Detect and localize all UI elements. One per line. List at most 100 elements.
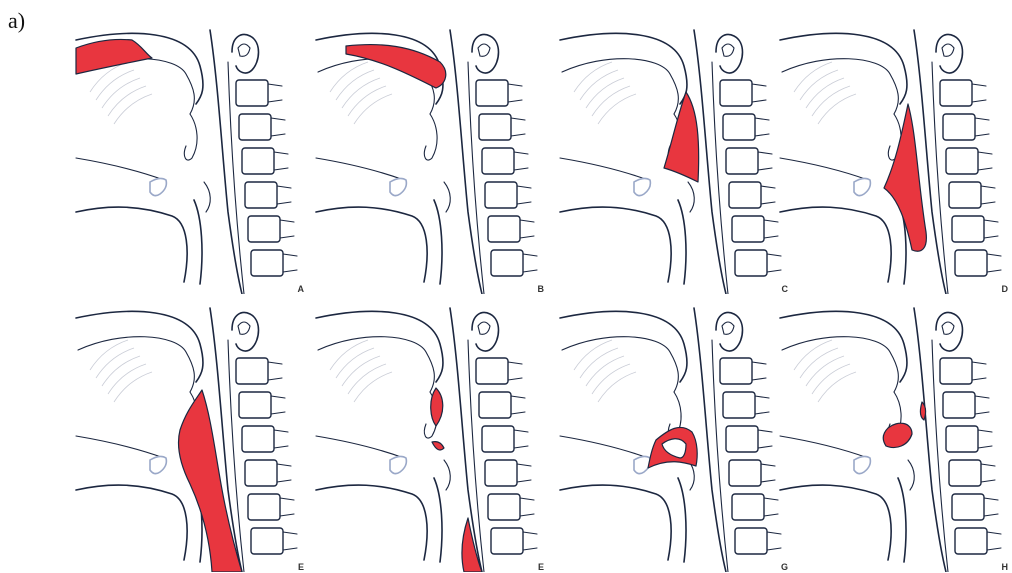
sagittal-diagram: [556, 22, 792, 294]
panel-h: H: [776, 300, 1012, 572]
vertebral-process: [761, 186, 775, 204]
vertebral-process: [271, 396, 285, 414]
vertebral-body: [726, 426, 758, 452]
nasal-sketch-stroke: [96, 70, 134, 100]
vertebral-body: [955, 528, 987, 554]
dens-inner: [722, 322, 734, 334]
nasal-sketch-stroke: [96, 348, 134, 378]
vertebral-body: [732, 494, 764, 520]
vertebral-process: [761, 464, 775, 482]
vertebral-body: [949, 182, 981, 208]
vertebral-body: [955, 250, 987, 276]
vertebral-body: [488, 494, 520, 520]
soft-palate: [424, 114, 437, 160]
nasal-sketch-stroke: [348, 86, 386, 116]
vertebral-body: [482, 426, 514, 452]
vertebral-body: [476, 358, 508, 384]
vertebral-process: [987, 532, 1001, 550]
panel-c: C: [556, 22, 792, 294]
vertebral-body: [735, 528, 767, 554]
nasal-sketch-stroke: [330, 62, 368, 92]
nasal-sketch-stroke: [336, 70, 374, 100]
tongue-line: [316, 436, 404, 458]
vertebral-process: [514, 152, 528, 170]
epiglottis: [204, 182, 210, 212]
dens-outline: [232, 35, 259, 73]
floor-of-mouth: [76, 485, 187, 560]
vertebral-body: [485, 182, 517, 208]
vertebral-process: [978, 152, 992, 170]
panel-f: E: [312, 300, 548, 572]
nasal-sketch-stroke: [592, 364, 630, 394]
palate-outline: [78, 337, 194, 392]
epiglottis: [444, 182, 450, 212]
hyoid-bone: [150, 456, 166, 473]
nasal-sketch-stroke: [818, 372, 856, 402]
vertebral-body: [940, 80, 972, 106]
vertebral-body: [732, 216, 764, 242]
sagittal-diagram: [556, 300, 792, 572]
nasal-sketch-stroke: [812, 364, 850, 394]
vertebral-process: [268, 362, 282, 380]
vertebral-process: [975, 118, 989, 136]
vertebral-process: [984, 220, 998, 238]
vertebral-body: [946, 148, 978, 174]
panel-letter: E: [298, 562, 304, 572]
vertebral-process: [523, 532, 537, 550]
vertebral-process: [508, 362, 522, 380]
panel-letter: E: [538, 562, 544, 572]
vertebral-process: [981, 186, 995, 204]
dens-outline: [936, 35, 963, 73]
hyoid-bone: [634, 456, 650, 473]
vertebral-body: [729, 460, 761, 486]
vertebral-process: [283, 254, 297, 272]
dens-outline: [936, 313, 963, 351]
nasal-sketch-stroke: [90, 340, 128, 370]
palate-outline: [318, 337, 434, 392]
floor-of-mouth: [316, 207, 427, 282]
sagittal-diagram: [776, 22, 1012, 294]
nasal-sketch-stroke: [108, 86, 146, 116]
vertebral-process: [520, 498, 534, 516]
vertebral-body: [943, 114, 975, 140]
skull-base-outline: [560, 311, 687, 382]
nasal-sketch-stroke: [806, 356, 844, 386]
epiglottis: [908, 460, 914, 490]
panel-letter: D: [1002, 284, 1009, 294]
sagittal-diagram: [72, 22, 308, 294]
larynx-anterior: [678, 478, 686, 562]
palate-outline: [562, 59, 678, 114]
nasal-sketch-stroke: [806, 78, 844, 108]
vertebral-process: [987, 254, 1001, 272]
hyoid-bone: [854, 178, 870, 195]
palate-outline: [562, 337, 678, 392]
nasal-sketch-stroke: [342, 78, 380, 108]
nasal-sketch-stroke: [794, 62, 832, 92]
larynx-anterior: [434, 478, 442, 562]
vertebral-body: [476, 80, 508, 106]
sagittal-diagram: [312, 22, 548, 294]
vertebral-process: [274, 430, 288, 448]
tongue-line: [560, 436, 648, 458]
vertebral-process: [271, 118, 285, 136]
vertebral-process: [752, 84, 766, 102]
palate-outline: [782, 59, 898, 114]
floor-of-mouth: [560, 207, 671, 282]
vertebral-process: [755, 118, 769, 136]
vertebral-process: [975, 396, 989, 414]
vertebral-body: [479, 392, 511, 418]
nasal-sketch-stroke: [812, 86, 850, 116]
lesion-hypopharynx-and-soft-palate: [431, 388, 482, 572]
vertebral-body: [940, 358, 972, 384]
dens-inner: [478, 44, 490, 56]
nasal-sketch-stroke: [354, 372, 392, 402]
larynx-anterior: [194, 200, 202, 284]
dens-inner: [238, 322, 250, 334]
nasal-sketch-stroke: [592, 86, 630, 116]
vertebral-body: [735, 250, 767, 276]
vertebral-process: [517, 464, 531, 482]
tongue-line: [560, 158, 648, 180]
dens-inner: [942, 44, 954, 56]
vertebral-process: [972, 84, 986, 102]
epiglottis: [444, 460, 450, 490]
